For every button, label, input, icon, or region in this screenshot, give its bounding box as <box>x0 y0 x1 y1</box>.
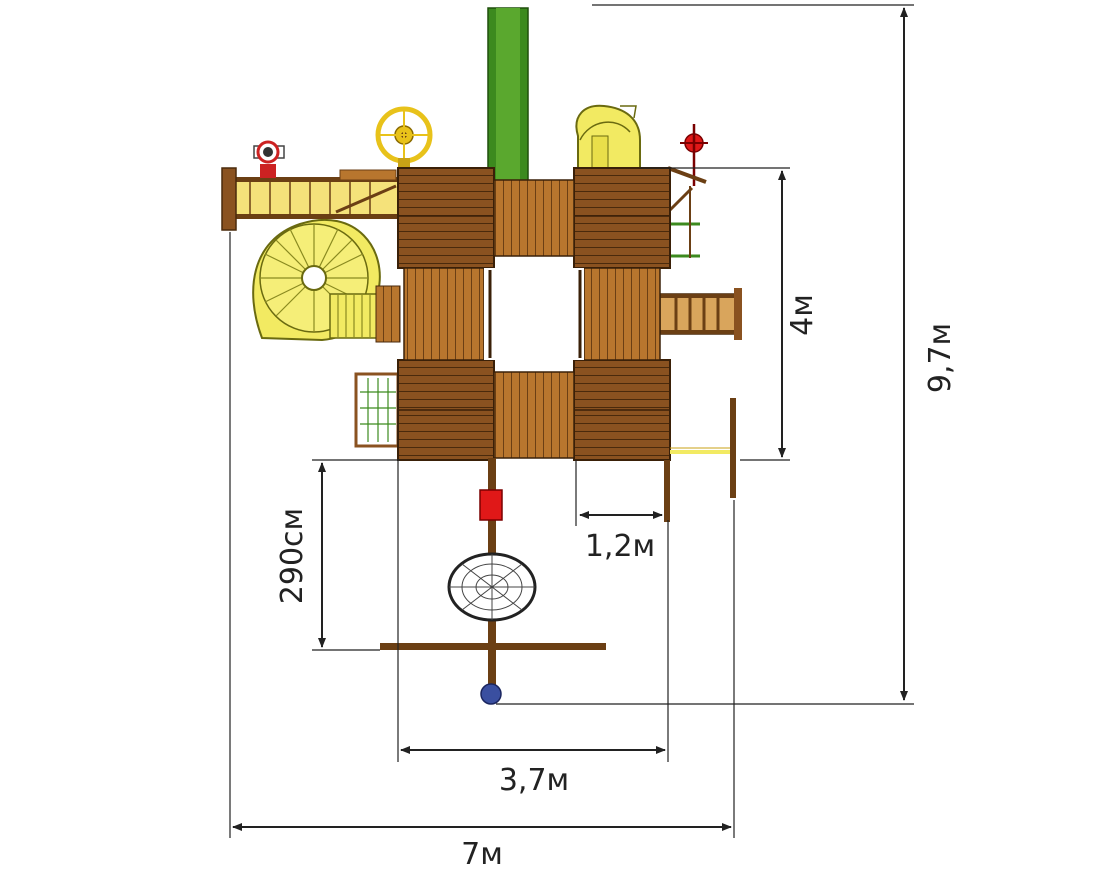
dimension-total-height: 9,7м <box>923 323 958 393</box>
green-slide <box>487 7 529 192</box>
dimension-tower-width: 3,7м <box>499 763 569 798</box>
dimension-overall-width: 7м <box>461 837 503 872</box>
left-climbing-net <box>354 372 400 448</box>
tube-slide <box>575 104 641 169</box>
right-ladder <box>659 288 742 340</box>
dimension-deck-step: 1,2м <box>585 529 655 564</box>
steering-wheel-icon <box>375 106 433 172</box>
swing-seat-icon <box>664 398 736 522</box>
dimension-tower-depth: 4м <box>785 294 820 336</box>
dimension-lines <box>229 4 914 838</box>
nest-swing-icon <box>447 552 537 622</box>
spiral-slide <box>252 218 401 343</box>
dimension-swing-beam: 290см <box>275 508 310 604</box>
tower <box>397 167 671 461</box>
right-wall <box>666 166 707 258</box>
telescope-icon <box>253 140 285 178</box>
structure <box>221 7 742 705</box>
